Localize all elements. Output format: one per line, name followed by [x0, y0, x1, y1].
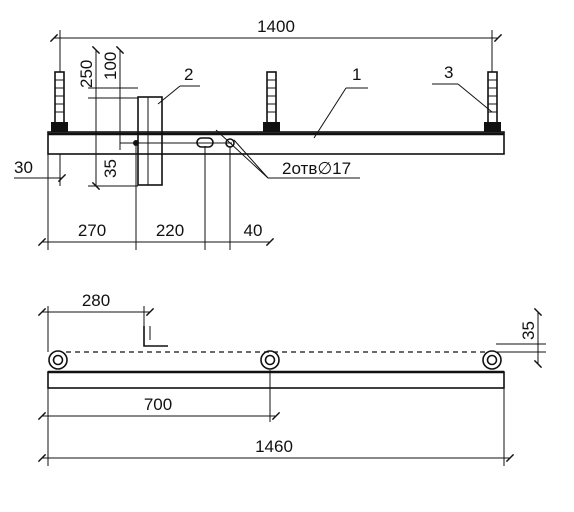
dim-35-front-text: 35 — [519, 321, 538, 340]
dim-vertical-group: 250 100 35 — [77, 45, 138, 191]
bracket-rivet — [133, 140, 139, 146]
callout-3: 3 — [432, 63, 493, 113]
stud-right — [484, 71, 501, 132]
dim-1460-text: 1460 — [255, 437, 293, 456]
bolt-head-left — [48, 350, 68, 370]
front-beam-body — [47, 371, 505, 389]
dim-1400-text: 1400 — [257, 17, 295, 36]
dim-100-text: 100 — [101, 52, 120, 80]
callout-1-text: 1 — [352, 65, 361, 84]
dim-1460: 1460 — [37, 388, 515, 466]
dim-220-text: 220 — [156, 221, 184, 240]
dim-700-text: 700 — [144, 395, 172, 414]
dim-270-text: 270 — [78, 221, 106, 240]
dim-bottom-chain: 270 220 40 — [37, 146, 275, 250]
stud-left — [51, 71, 68, 132]
dim-30-text: 30 — [14, 158, 33, 177]
dim-35-front: 35 — [496, 307, 546, 369]
dim-35-text: 35 — [101, 159, 120, 178]
dim-1400: 1400 — [49, 17, 503, 72]
dim-280-text: 280 — [82, 291, 110, 310]
callout-3-text: 3 — [444, 63, 453, 82]
dim-30: 30 — [14, 154, 67, 186]
dim-250-text: 250 — [77, 60, 96, 88]
dim-40-text: 40 — [244, 221, 263, 240]
stud-middle — [263, 71, 280, 132]
dim-280: 280 — [37, 291, 155, 352]
front-bracket-angle — [143, 326, 168, 347]
callout-1: 1 — [313, 65, 368, 139]
bracket-plate — [137, 96, 163, 186]
dim-700: 700 — [37, 370, 281, 466]
bolt-head-right — [482, 350, 502, 370]
callout-2-text: 2 — [184, 65, 193, 84]
callout-2: 2 — [157, 65, 200, 105]
bolt-head-middle — [260, 350, 280, 370]
hole-note-text: 2отв∅17 — [282, 159, 351, 178]
top-view: 1400 250 100 35 30 270 22 — [14, 17, 505, 250]
front-view: 280 35 700 1460 — [37, 291, 546, 466]
callout-holes: 2отв∅17 — [215, 129, 360, 179]
